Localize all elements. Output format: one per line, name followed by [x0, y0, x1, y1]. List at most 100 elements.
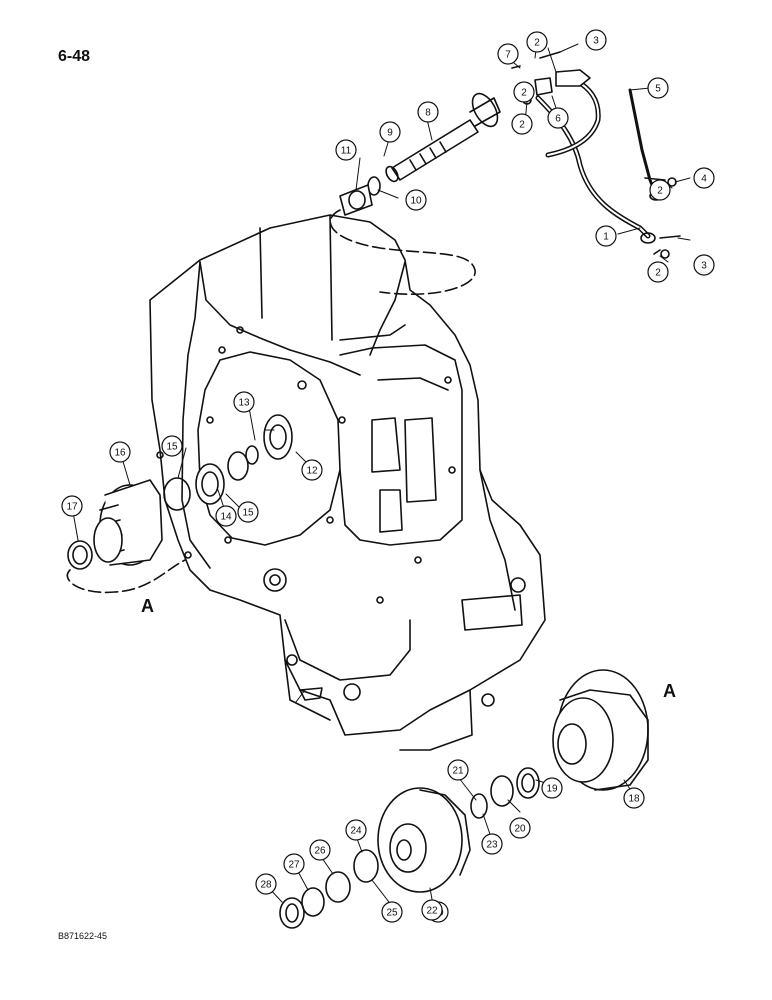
callout-circle — [526, 31, 548, 53]
callout-1: 1 — [595, 225, 617, 247]
callout-number: 20 — [514, 824, 526, 835]
callout-6: 6 — [547, 107, 569, 129]
callout-circle — [283, 853, 305, 875]
callout-circle — [541, 777, 563, 799]
callout-number: 17 — [66, 502, 78, 513]
callout-16: 16 — [109, 441, 131, 463]
callout-11: 11 — [335, 139, 357, 161]
callout-circle — [233, 391, 255, 413]
callout-number: 11 — [341, 146, 352, 157]
callout-number: 24 — [350, 826, 362, 837]
callout-number: 25 — [386, 908, 398, 919]
callout-circle — [585, 29, 607, 51]
callout-number: 2 — [655, 268, 661, 279]
callout-19: 19 — [541, 777, 563, 799]
callout-circle — [215, 505, 237, 527]
callout-12: 12 — [301, 459, 323, 481]
output-shaft-assembly — [329, 92, 501, 296]
transmission-housing — [149, 214, 546, 751]
callout-number: 2 — [519, 120, 525, 131]
callout-circle — [405, 189, 427, 211]
callout-8: 8 — [417, 101, 439, 123]
callout-27: 27 — [283, 853, 305, 875]
callout-23: 23 — [481, 833, 503, 855]
callout-number: 10 — [410, 196, 422, 207]
callout-number: 3 — [593, 36, 599, 47]
callout-circle — [513, 81, 535, 103]
callout-10: 10 — [405, 189, 427, 211]
callout-2: 2 — [513, 81, 535, 103]
callout-14: 14 — [215, 505, 237, 527]
callout-number: 19 — [546, 784, 558, 795]
callout-circle — [381, 901, 403, 923]
callout-circle — [649, 179, 671, 201]
callout-circle — [647, 77, 669, 99]
callout-number: 14 — [220, 512, 232, 523]
callout-15: 15 — [237, 501, 259, 523]
callout-26: 26 — [309, 839, 331, 861]
callout-circle — [447, 759, 469, 781]
callout-circle — [109, 441, 131, 463]
callout-circle — [497, 43, 519, 65]
callout-circle — [335, 139, 357, 161]
callout-circle — [417, 101, 439, 123]
callout-number: 2 — [534, 38, 540, 49]
callout-number: 26 — [314, 846, 326, 857]
lower-gear-set — [279, 669, 649, 929]
callout-number: 5 — [655, 84, 661, 95]
callout-2: 2 — [511, 113, 533, 135]
callout-number: 1 — [603, 232, 609, 243]
callout-number: 12 — [306, 466, 318, 477]
callout-number: 4 — [701, 174, 707, 185]
figure-code: B871622-45 — [58, 931, 108, 941]
callout-3: 3 — [693, 254, 715, 276]
callout-7: 7 — [497, 43, 519, 65]
callout-number: 28 — [260, 880, 272, 891]
callout-number: 16 — [114, 448, 126, 459]
callout-circle — [255, 873, 277, 895]
callout-number: 27 — [288, 860, 300, 871]
callout-number: 2 — [521, 88, 527, 99]
callout-circle — [421, 899, 443, 921]
callout-2: 2 — [526, 31, 548, 53]
callout-18: 18 — [623, 787, 645, 809]
callout-15: 15 — [161, 435, 183, 457]
callout-number: 3 — [701, 261, 707, 272]
callout-circle — [61, 495, 83, 517]
callout-4: 4 — [693, 167, 715, 189]
callout-number: 8 — [425, 108, 431, 119]
callout-21: 21 — [447, 759, 469, 781]
callout-2: 2 — [649, 179, 671, 201]
view-ref-right: A — [663, 681, 676, 701]
callout-25: 25 — [381, 901, 403, 923]
callout-circle — [511, 113, 533, 135]
callout-20: 20 — [509, 817, 531, 839]
callout-number: 22 — [426, 906, 438, 917]
callout-number: 2 — [657, 186, 663, 197]
callout-number: 9 — [387, 128, 393, 139]
callout-circle — [647, 261, 669, 283]
callout-circle — [693, 167, 715, 189]
callout-circle — [345, 819, 367, 841]
callout-2: 2 — [647, 261, 669, 283]
callout-circle — [547, 107, 569, 129]
callout-17: 17 — [61, 495, 83, 517]
callout-number: 15 — [166, 442, 178, 453]
page-number: 6-48 — [58, 48, 91, 65]
callout-number: 23 — [486, 840, 498, 851]
callout-number: 18 — [628, 794, 640, 805]
callout-3: 3 — [585, 29, 607, 51]
callout-5: 5 — [647, 77, 669, 99]
view-ref-left: A — [141, 596, 154, 616]
callout-9: 9 — [379, 121, 401, 143]
callout-circle — [595, 225, 617, 247]
callout-circle — [623, 787, 645, 809]
callout-circle — [161, 435, 183, 457]
callout-number: 15 — [242, 508, 254, 519]
callout-number: 13 — [238, 398, 250, 409]
callout-circle — [509, 817, 531, 839]
callout-circle — [301, 459, 323, 481]
callout-13: 13 — [233, 391, 255, 413]
callout-circle — [481, 833, 503, 855]
